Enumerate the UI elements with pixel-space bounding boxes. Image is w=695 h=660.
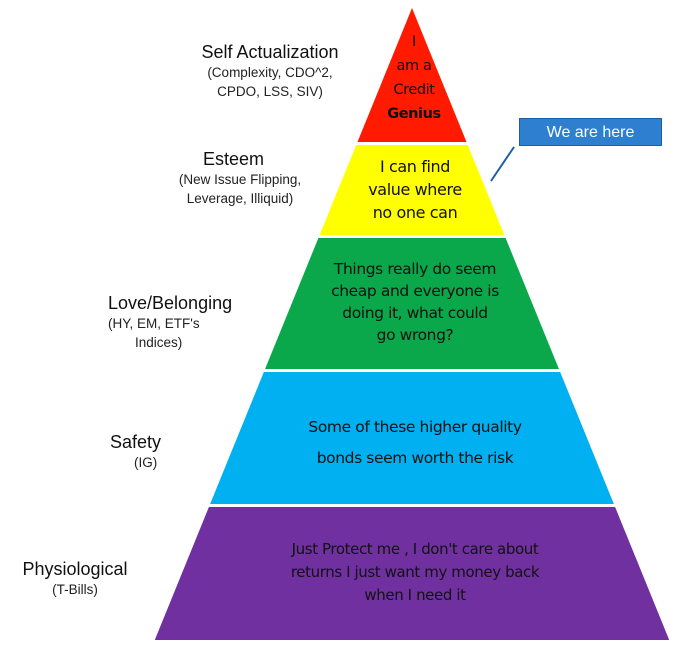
label-self-actualization: Self Actualization (Complexity, CDO^2, C… xyxy=(190,41,350,101)
pyramid-band-safety xyxy=(210,372,614,504)
band-line: cheap and everyone is xyxy=(331,282,499,300)
label-physiological: Physiological (T-Bills) xyxy=(10,558,140,599)
level-subtitle: (Complexity, CDO^2, xyxy=(207,65,333,80)
level-subtitle: (New Issue Flipping, xyxy=(178,172,302,187)
we-are-here-callout: We are here xyxy=(519,118,662,146)
pyramid-band-esteem xyxy=(319,145,505,235)
band-line: Some of these higher quality xyxy=(308,418,522,436)
pyramid-band-physiological xyxy=(154,507,670,640)
label-esteem: Esteem (New Issue Flipping, Leverage, Il… xyxy=(165,148,315,208)
level-subtitle: (T-Bills) xyxy=(52,582,98,597)
band-text-love-belonging: Things really do seem cheap and everyone… xyxy=(290,258,540,346)
callout-pointer-line xyxy=(490,146,515,182)
band-line: Things really do seem xyxy=(333,260,497,278)
band-line: doing it, what could xyxy=(342,304,488,322)
band-line: go wrong? xyxy=(376,326,454,344)
band-line: I can find xyxy=(379,157,450,176)
level-title: Physiological xyxy=(22,559,128,579)
level-subtitle: (IG) xyxy=(134,455,158,470)
level-title: Esteem xyxy=(203,149,265,169)
band-line: when I need it xyxy=(364,586,466,604)
pyramid-band-self-actualization xyxy=(357,8,467,142)
band-line: I xyxy=(412,34,416,50)
band-line: Just Protect me , I don't care about xyxy=(291,540,539,558)
band-line: bonds seem worth the risk xyxy=(316,449,514,467)
level-subtitle: Indices) xyxy=(135,335,183,350)
band-line: no one can xyxy=(372,203,458,222)
band-line: Genius xyxy=(387,106,441,122)
level-title: Safety xyxy=(110,432,162,452)
level-subtitle: CPDO, LSS, SIV) xyxy=(217,84,323,99)
level-subtitle: Leverage, Illiquid) xyxy=(186,191,294,206)
band-text-esteem: I can find value where no one can xyxy=(340,155,490,224)
band-line: am a xyxy=(396,58,432,74)
band-text-safety: Some of these higher quality bonds seem … xyxy=(250,416,580,469)
band-line: returns I just want my money back xyxy=(290,563,540,581)
band-line: value where xyxy=(368,180,462,199)
level-title: Self Actualization xyxy=(201,42,339,62)
level-title: Love/Belonging xyxy=(108,293,233,313)
label-safety: Safety (IG) xyxy=(110,431,170,472)
band-line: Credit xyxy=(393,82,435,98)
band-text-self-actualization: I am a Credit Genius xyxy=(362,30,466,126)
band-text-physiological: Just Protect me , I don't care about ret… xyxy=(230,538,600,607)
label-love-belonging: Love/Belonging (HY, EM, ETF's Indices) xyxy=(108,292,258,352)
level-subtitle: (HY, EM, ETF's xyxy=(108,316,200,331)
pyramid-band-love-belonging xyxy=(265,238,559,369)
